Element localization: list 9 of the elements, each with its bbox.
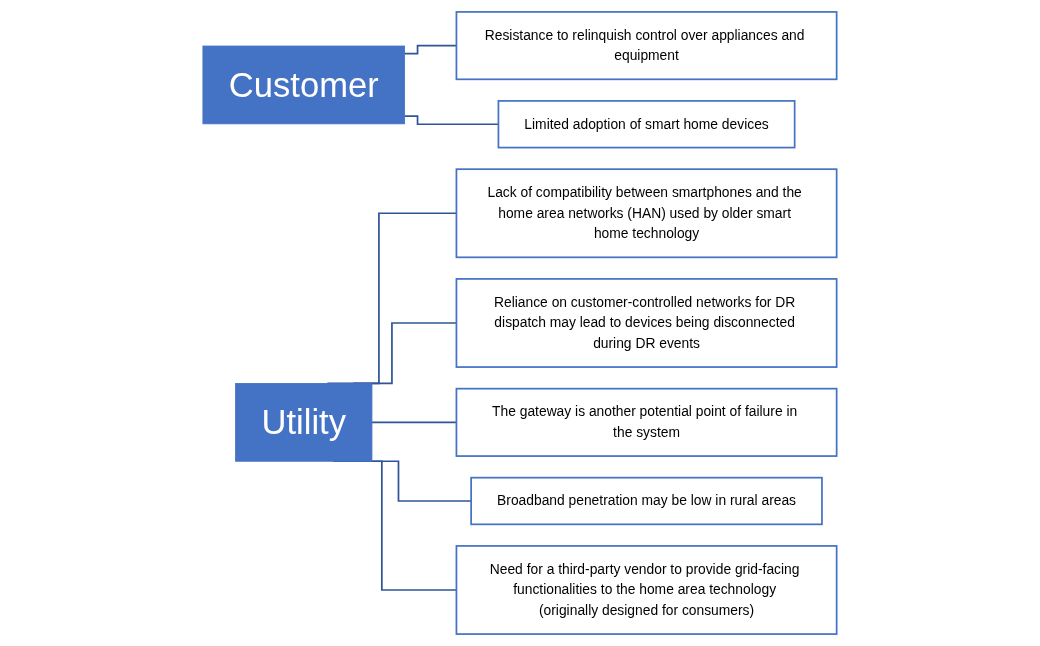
node-box: Limited adoption of smart home devices — [497, 100, 796, 149]
node-box: Customer — [202, 45, 406, 125]
node-box: Lack of compatibility between smartphones and the home area networks (HAN) used by older smart home technology — [455, 168, 838, 259]
node-box: Broadband penetration may be low in rural areas — [470, 476, 824, 526]
node-box: Utility — [235, 383, 373, 462]
node-box: Need for a third-party vendor to provide grid-facing functionalities to the home area technology (originally designed for consumers) — [455, 545, 838, 635]
node-box: Reliance on customer-controlled networks for DR dispatch may lead to devices being disconnected during DR events — [455, 278, 838, 368]
node-box: The gateway is another potential point of failure in the system — [455, 387, 838, 457]
node-box: Resistance to relinquish control over appliances and equipment — [455, 11, 838, 81]
